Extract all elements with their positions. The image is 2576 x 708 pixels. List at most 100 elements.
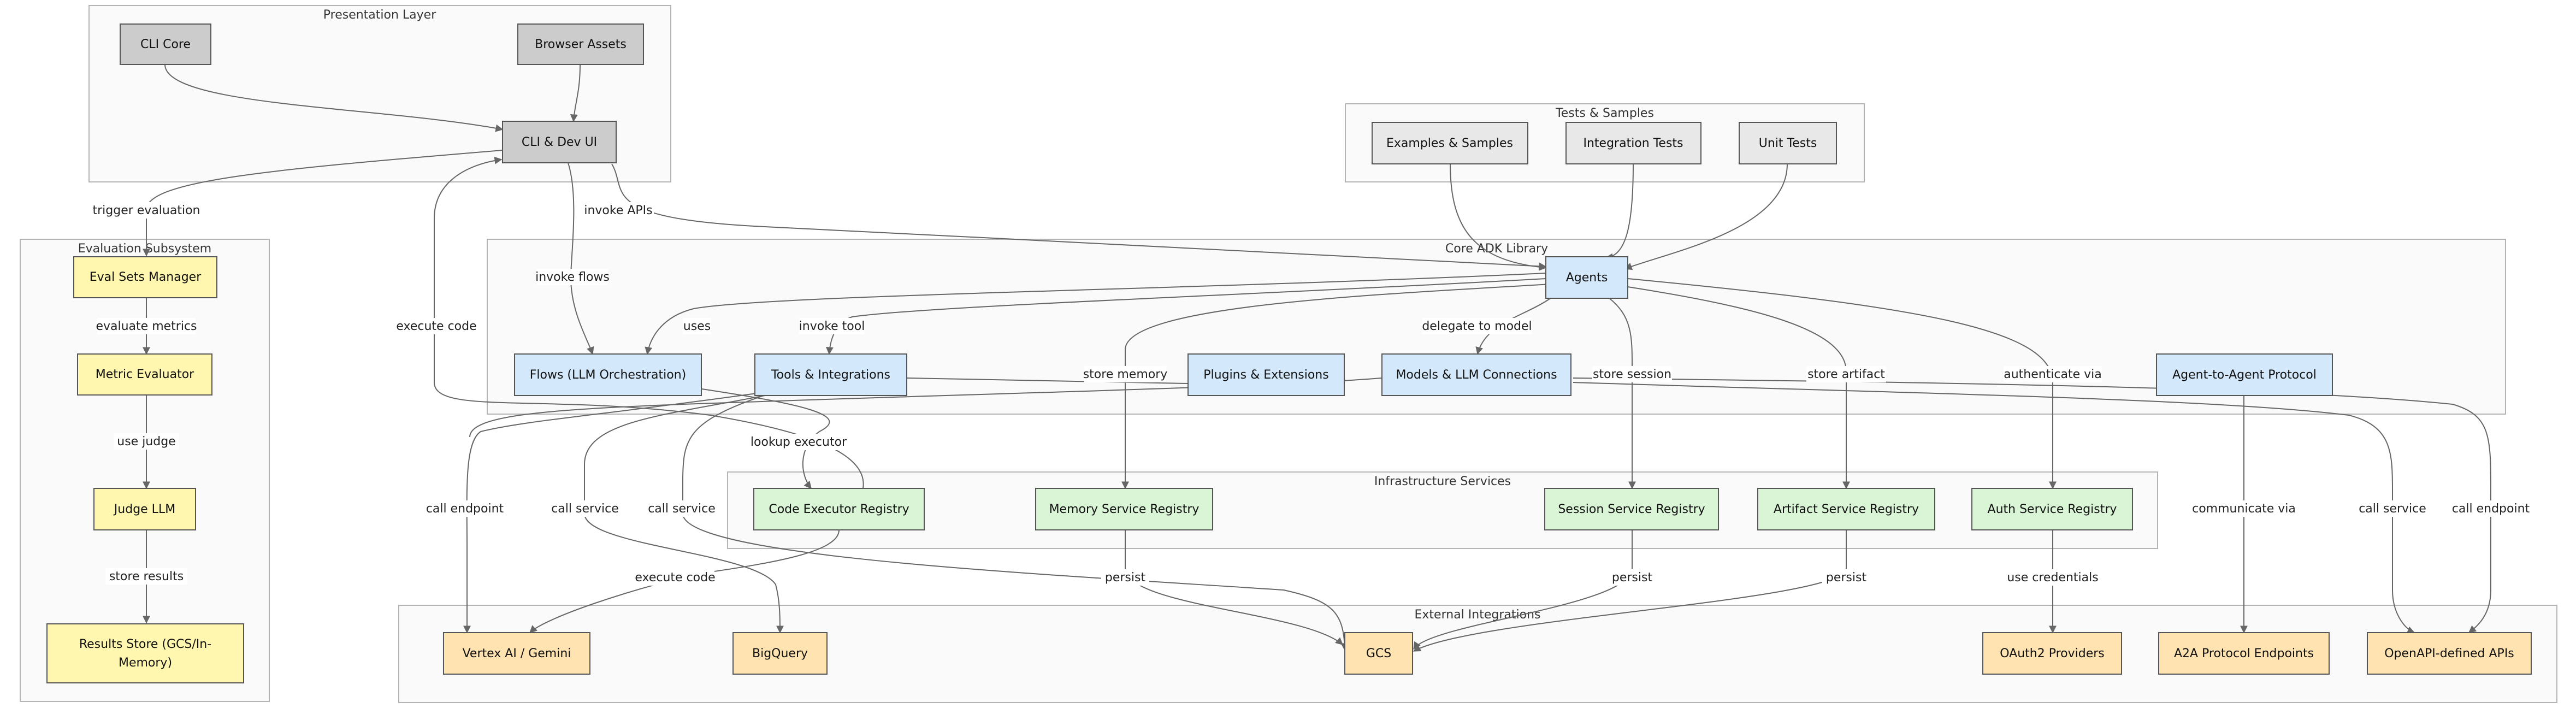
svg-text:Unit Tests: Unit Tests [1759,137,1817,150]
node-cli-core[interactable]: CLI Core [120,23,211,65]
edge-label-invoke-tool: invoke tool [799,318,865,334]
svg-text:Vertex AI / Gemini: Vertex AI / Gemini [463,647,571,660]
cluster-title: Core ADK Library [1445,242,1548,256]
edge-label-invoke-flows: invoke flows [535,269,610,285]
svg-text:BigQuery: BigQuery [752,647,808,660]
node-results-store[interactable]: Results Store (GCS/In- Memory) [46,623,244,683]
edge-label-trigger-evaluation: trigger evaluation [92,202,201,219]
edge-label-persist: persist [1101,569,1149,586]
svg-text:uses: uses [683,320,711,333]
svg-text:communicate via: communicate via [2192,502,2296,516]
svg-text:GCS: GCS [1366,647,1391,660]
svg-text:call endpoint: call endpoint [426,502,504,516]
svg-text:invoke APIs: invoke APIs [584,204,652,217]
node-tools-integrations[interactable]: Tools & Integrations [754,353,907,396]
edge-label-persist: persist [1822,569,1870,586]
node-plugins-extensions[interactable]: Plugins & Extensions [1187,353,1345,396]
node-auth-service-registry[interactable]: Auth Service Registry [1971,488,2133,530]
node-artifact-service-registry[interactable]: Artifact Service Registry [1757,488,1935,530]
node-gcs[interactable]: GCS [1344,632,1413,675]
edge-label-communicate-via: communicate via [2192,500,2296,517]
svg-text:invoke tool: invoke tool [799,320,865,333]
node-memory-service-registry[interactable]: Memory Service Registry [1035,488,1213,530]
edge-flows-to-code-exec [701,388,830,489]
node-a2a-protocol-endpoints[interactable]: A2A Protocol Endpoints [2158,632,2330,675]
node-judge-llm[interactable]: Judge LLM [93,488,196,530]
svg-text:Tools & Integrations: Tools & Integrations [771,368,890,382]
edge-label-call-service: call service [550,500,620,517]
node-examples-samples[interactable]: Examples & Samples [1372,122,1528,164]
edge-tools-to-gcs [682,393,1349,651]
svg-text:evaluate metrics: evaluate metrics [96,320,197,333]
svg-text:Code Executor Registry: Code Executor Registry [769,503,909,516]
edge-label-call-endpoint: call endpoint [2449,500,2532,517]
edge-agents-to-flows [645,273,1546,355]
svg-text:store results: store results [109,570,184,583]
node-integration-tests[interactable]: Integration Tests [1565,122,1701,164]
edge-integration-tests-to-agents [1605,163,1634,261]
node-openapi-defined-apis[interactable]: OpenAPI-defined APIs [2367,632,2532,675]
edge-cli-core-to-cli-dev-ui [164,64,504,132]
svg-text:CLI Core: CLI Core [140,38,191,51]
svg-text:trigger evaluation: trigger evaluation [92,204,200,217]
edge-label-persist: persist [1608,569,1656,586]
svg-text:OpenAPI-defined APIs: OpenAPI-defined APIs [2384,647,2514,660]
edge-tools-to-vertex [463,393,757,634]
node-unit-tests[interactable]: Unit Tests [1739,122,1837,164]
edge-tools-to-bigquery [584,395,784,634]
svg-text:Session Service Registry: Session Service Registry [1558,503,1705,516]
svg-text:Examples & Samples: Examples & Samples [1386,137,1513,150]
svg-text:Metric Evaluator: Metric Evaluator [96,368,194,381]
edge-examples-to-agents [1450,163,1547,271]
node-flows[interactable]: Flows (LLM Orchestration) [514,353,702,396]
svg-text:call service: call service [551,502,619,516]
node-metric-evaluator[interactable]: Metric Evaluator [77,353,212,396]
cluster-title: Tests & Samples [1555,107,1654,120]
node-agent-to-agent[interactable]: Agent-to-Agent Protocol [2156,353,2333,396]
svg-text:Plugins & Extensions: Plugins & Extensions [1203,368,1328,382]
node-bigquery[interactable]: BigQuery [732,632,828,675]
edge-label-store-session: store session [1592,366,1672,382]
svg-text:Judge LLM: Judge LLM [113,503,175,516]
svg-text:CLI & Dev UI: CLI & Dev UI [522,135,597,149]
svg-text:Auth Service Registry: Auth Service Registry [1988,503,2117,516]
node-oauth2-providers[interactable]: OAuth2 Providers [1982,632,2122,675]
node-vertex-ai-gemini[interactable]: Vertex AI / Gemini [443,632,590,675]
edge-label-store-results: store results [105,568,187,585]
svg-text:persist: persist [1105,571,1146,585]
svg-text:Flows (LLM Orchestration): Flows (LLM Orchestration) [530,368,687,382]
svg-text:Memory): Memory) [119,656,172,670]
svg-text:Agents: Agents [1566,271,1608,285]
nodes: CLI Core Browser Assets CLI & Dev UI Exa… [46,23,2532,683]
svg-text:store session: store session [1593,368,1671,381]
node-agents[interactable]: Agents [1545,256,1628,299]
edge-label-use-judge: use judge [114,433,179,450]
svg-text:persist: persist [1612,571,1653,585]
svg-text:call endpoint: call endpoint [2452,502,2530,516]
svg-text:execute code: execute code [635,571,715,585]
edge-label-lookup-executor: lookup executor [751,434,847,450]
edge-agents-to-auth [1627,278,2057,489]
edge-label-use-credentials: use credentials [2004,569,2102,586]
svg-text:execute code: execute code [396,320,476,333]
node-models-llm[interactable]: Models & LLM Connections [1381,353,1571,396]
svg-text:delegate to model: delegate to model [1422,320,1532,333]
node-cli-dev-ui[interactable]: CLI & Dev UI [502,121,617,163]
node-code-executor-registry[interactable]: Code Executor Registry [753,488,925,530]
edge-agents-to-artifact [1627,286,1850,489]
edge-label-invoke-apis: invoke APIs [583,202,654,219]
svg-text:lookup executor: lookup executor [751,435,847,449]
svg-text:use judge: use judge [117,435,175,449]
node-eval-sets-manager[interactable]: Eval Sets Manager [73,256,217,298]
svg-text:call service: call service [2359,502,2426,516]
node-browser-assets[interactable]: Browser Assets [517,23,644,65]
edge-label-authenticate-via: authenticate via [2004,366,2102,382]
node-session-service-registry[interactable]: Session Service Registry [1544,488,1719,530]
edge-label-store-artifact: store artifact [1806,366,1886,382]
edge-models-to-openapi-service [1573,382,2415,634]
svg-text:use credentials: use credentials [2007,571,2098,585]
svg-text:Browser Assets: Browser Assets [535,38,627,51]
edge-agents-to-memory [1121,284,1552,489]
svg-text:persist: persist [1826,571,1867,585]
